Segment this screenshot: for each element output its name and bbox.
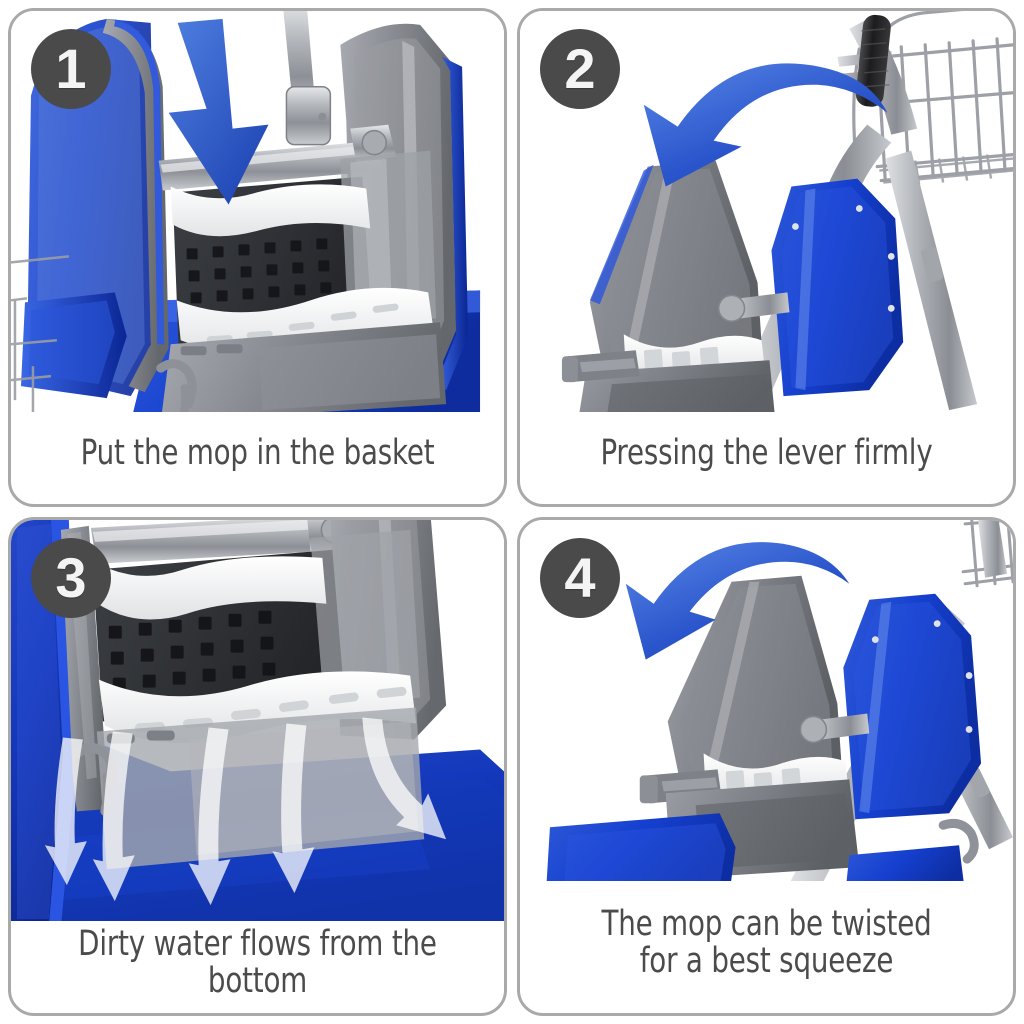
step-4-caption: The mop can be twisted for a best squeez… — [549, 881, 984, 1013]
step-panel-1: 1 — [8, 8, 507, 507]
step-badge-3: 3 — [31, 538, 111, 618]
straight-down-arrow-icon — [168, 18, 269, 205]
step-badge-2: 2 — [540, 29, 620, 109]
step-badge-1: 1 — [31, 29, 111, 109]
step-1-photo — [11, 11, 504, 412]
step-panel-2: 2 — [517, 8, 1016, 507]
wringer-lever-illustration — [520, 11, 1013, 412]
step-panel-4: 4 — [517, 517, 1016, 1016]
step-2-photo — [520, 11, 1013, 412]
dirty-water-drain-illustration — [11, 520, 504, 921]
curved-down-arrow-icon — [643, 63, 888, 187]
step-badge-4: 4 — [540, 538, 620, 618]
curved-down-arrow-icon — [625, 542, 850, 660]
water-flow-arrows-icon — [44, 717, 447, 906]
step-2-caption: Pressing the lever firmly — [549, 412, 984, 504]
step-panel-3: 3 — [8, 517, 507, 1016]
step-1-caption: Put the mop in the basket — [40, 412, 475, 504]
step-3-caption: Dirty water flows from the bottom — [40, 921, 475, 1013]
mop-wringer-basket-illustration — [11, 11, 504, 412]
